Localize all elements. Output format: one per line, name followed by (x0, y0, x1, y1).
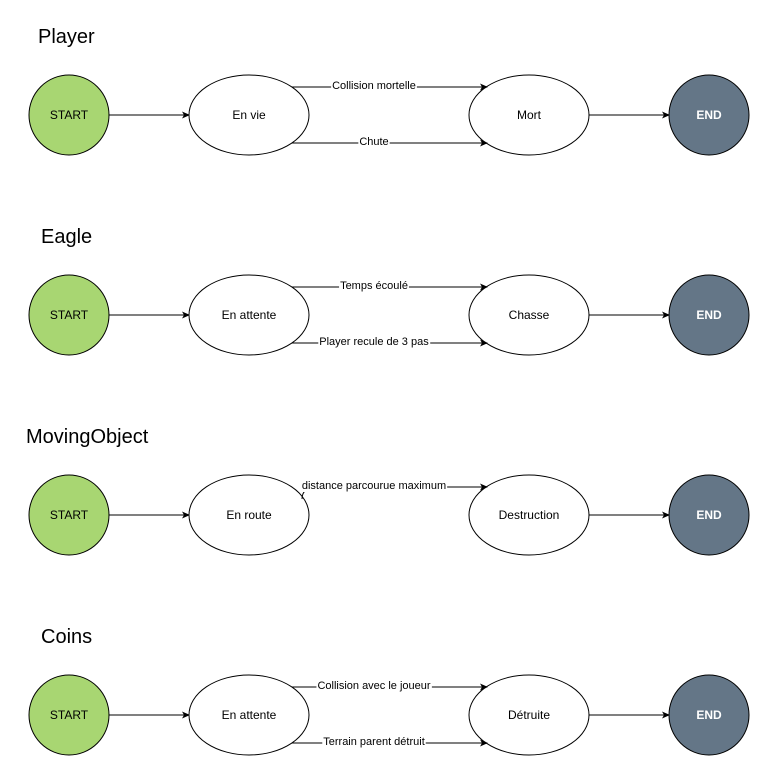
start-node-label: START (50, 708, 89, 722)
start-node-label: START (50, 308, 89, 322)
transition-label: Collision mortelle (332, 80, 416, 92)
state-node-label: Destruction (499, 508, 560, 522)
transition-label: Terrain parent détruit (323, 736, 425, 748)
transition-label: distance parcourue maximum (302, 480, 446, 492)
state-node[interactable] (188, 674, 310, 756)
state-node-label: Chasse (509, 308, 550, 322)
state-node[interactable] (188, 274, 310, 356)
end-node[interactable] (668, 274, 750, 356)
end-node-label: END (696, 308, 722, 322)
transition-label: Chute (359, 136, 388, 148)
transition-label-background (322, 736, 426, 748)
machine-title: Eagle (41, 226, 92, 248)
machine-title: Coins (41, 626, 92, 648)
transition-label-background (316, 680, 432, 692)
state-node-label: En attente (222, 308, 277, 322)
state-node-label: Mort (517, 108, 542, 122)
transition-label-background (300, 480, 448, 492)
end-node[interactable] (668, 474, 750, 556)
end-node[interactable] (668, 674, 750, 756)
state-node[interactable] (188, 74, 310, 156)
transition-label-background (358, 136, 390, 148)
state-node-label: En attente (222, 708, 277, 722)
transition-label: Player recule de 3 pas (319, 336, 429, 348)
state-node-label: En vie (232, 108, 266, 122)
transition-label-background (339, 280, 409, 292)
transition-label-background (331, 80, 417, 92)
end-node[interactable] (668, 74, 750, 156)
state-node-label: Détruite (508, 708, 550, 722)
end-node-label: END (696, 508, 722, 522)
machine-title: Player (38, 26, 95, 48)
end-node-label: END (696, 708, 722, 722)
transition-label: Collision avec le joueur (317, 680, 430, 692)
start-node-label: START (50, 108, 89, 122)
machine-title: MovingObject (26, 426, 149, 448)
state-node[interactable] (188, 474, 310, 556)
state-node-label: En route (226, 508, 272, 522)
transition-label-background (318, 336, 431, 348)
transition-label: Temps écoulé (340, 280, 408, 292)
start-node-label: START (50, 508, 89, 522)
end-node-label: END (696, 108, 722, 122)
